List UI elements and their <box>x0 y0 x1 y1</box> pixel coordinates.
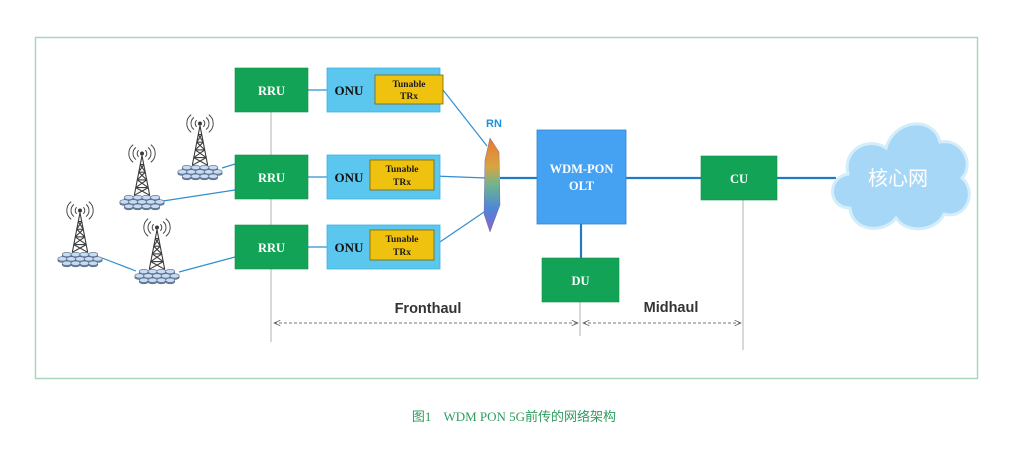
du-label: DU <box>571 274 589 288</box>
cu-label: CU <box>730 172 748 186</box>
wdm-prism-icon <box>483 137 501 233</box>
trx-rn-fiber <box>433 175 487 179</box>
wdm-pon-olt-box <box>536 129 627 225</box>
rru-box-3 <box>234 224 309 270</box>
rru-label-3: RRU <box>258 241 285 255</box>
figure-caption-label: 图1 <box>412 409 432 424</box>
tunable-trx-line2-2: TRx <box>393 178 411 188</box>
olt-label-line1: WDM-PON <box>550 162 614 176</box>
figure-caption-title: WDM PON 5G前传的网络架构 <box>443 409 616 424</box>
midhaul-label: Midhaul <box>644 300 699 316</box>
fronthaul-label: Fronthaul <box>395 301 462 317</box>
rn-label: RN <box>486 118 502 130</box>
tunable-trx-box-1 <box>374 74 444 105</box>
tunable-trx-line2-1: TRx <box>400 92 418 102</box>
du-box <box>541 257 620 303</box>
rru-label-1: RRU <box>258 84 285 98</box>
rru-box-2 <box>234 154 309 200</box>
cloud-icon <box>831 122 971 231</box>
onu-label-3: ONU <box>335 240 365 255</box>
core-network-label: 核心网 <box>868 166 928 190</box>
olt-label-line2: OLT <box>569 179 595 193</box>
tunable-trx-line1-2: Tunable <box>386 165 419 175</box>
tunable-trx-line1-1: Tunable <box>393 80 426 90</box>
tower-link <box>221 163 236 169</box>
tunable-trx-line2-3: TRx <box>393 248 411 258</box>
trx-rn-fiber <box>442 89 488 147</box>
onu-label-1: ONU <box>335 83 365 98</box>
rru-label-2: RRU <box>258 171 285 185</box>
tunable-trx-box-2 <box>369 159 435 191</box>
tunable-trx-line1-3: Tunable <box>386 235 419 245</box>
tower-link <box>178 256 236 273</box>
trx-rn-fiber <box>433 209 488 247</box>
tower-link <box>162 189 236 202</box>
tunable-trx-box-3 <box>369 229 435 261</box>
onu-label-2: ONU <box>335 170 365 185</box>
rru-box-1 <box>234 67 309 113</box>
figure-caption: 图1 WDM PON 5G前传的网络架构 <box>412 409 616 424</box>
cu-box <box>700 155 778 201</box>
tower-link <box>101 257 137 272</box>
figure-frame <box>34 36 979 380</box>
